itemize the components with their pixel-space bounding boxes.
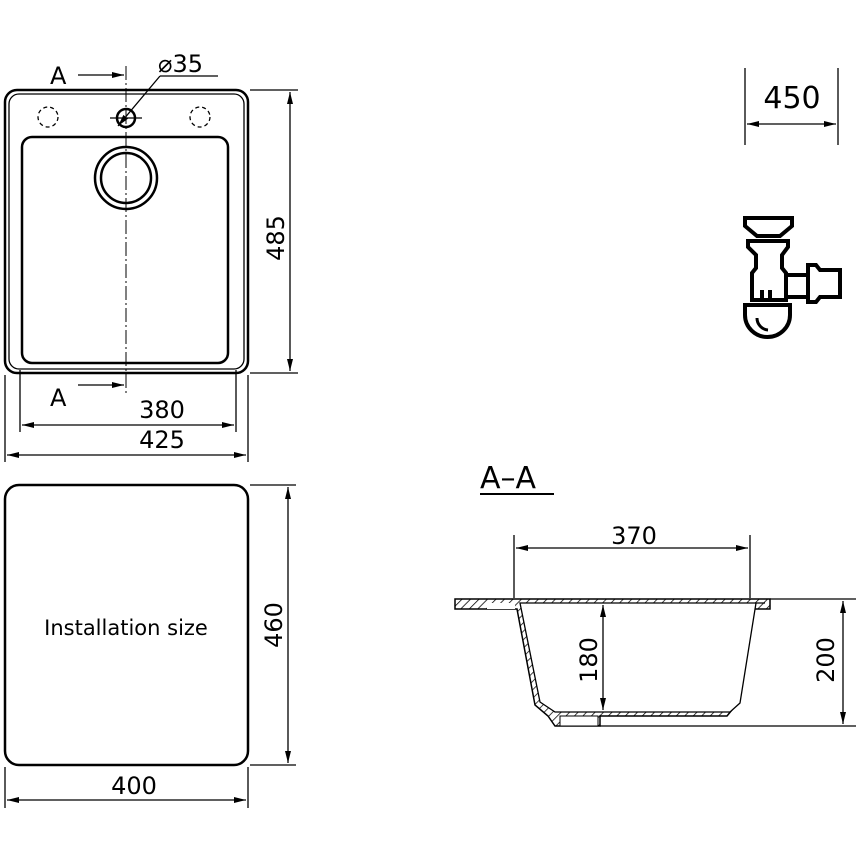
height-dimension: 485 bbox=[262, 215, 290, 261]
cutout-outline bbox=[3, 483, 250, 767]
section-title: A–A bbox=[480, 461, 537, 496]
section-mark-top: A bbox=[50, 62, 67, 90]
cabinet-width-dimension: 450 bbox=[763, 81, 820, 116]
cutout-width-dimension: 400 bbox=[111, 772, 157, 800]
outer-width-dimension: 425 bbox=[139, 426, 185, 454]
bowl-width-dimension: 370 bbox=[611, 522, 657, 550]
installation-cutout: Installation size 460 400 bbox=[3, 483, 296, 808]
inner-width-dimension: 380 bbox=[139, 396, 185, 424]
section-view: A–A 370 180 200 bbox=[454, 461, 856, 727]
total-depth-dimension: 200 bbox=[812, 637, 840, 683]
cutout-height-dimension: 460 bbox=[260, 602, 288, 648]
section-mark-bottom: A bbox=[50, 384, 67, 412]
installation-label: Installation size bbox=[44, 616, 208, 640]
cabinet-size: 450 bbox=[744, 68, 839, 145]
top-view: A A ⌀35 485 380 425 bbox=[3, 50, 298, 462]
siphon-icon bbox=[743, 216, 842, 339]
bowl-outline bbox=[20, 135, 230, 365]
bowl-depth-dimension: 180 bbox=[575, 637, 603, 683]
optional-hole-right bbox=[189, 106, 211, 128]
optional-hole-left bbox=[37, 106, 59, 128]
hole-diameter-label: ⌀35 bbox=[158, 50, 203, 78]
